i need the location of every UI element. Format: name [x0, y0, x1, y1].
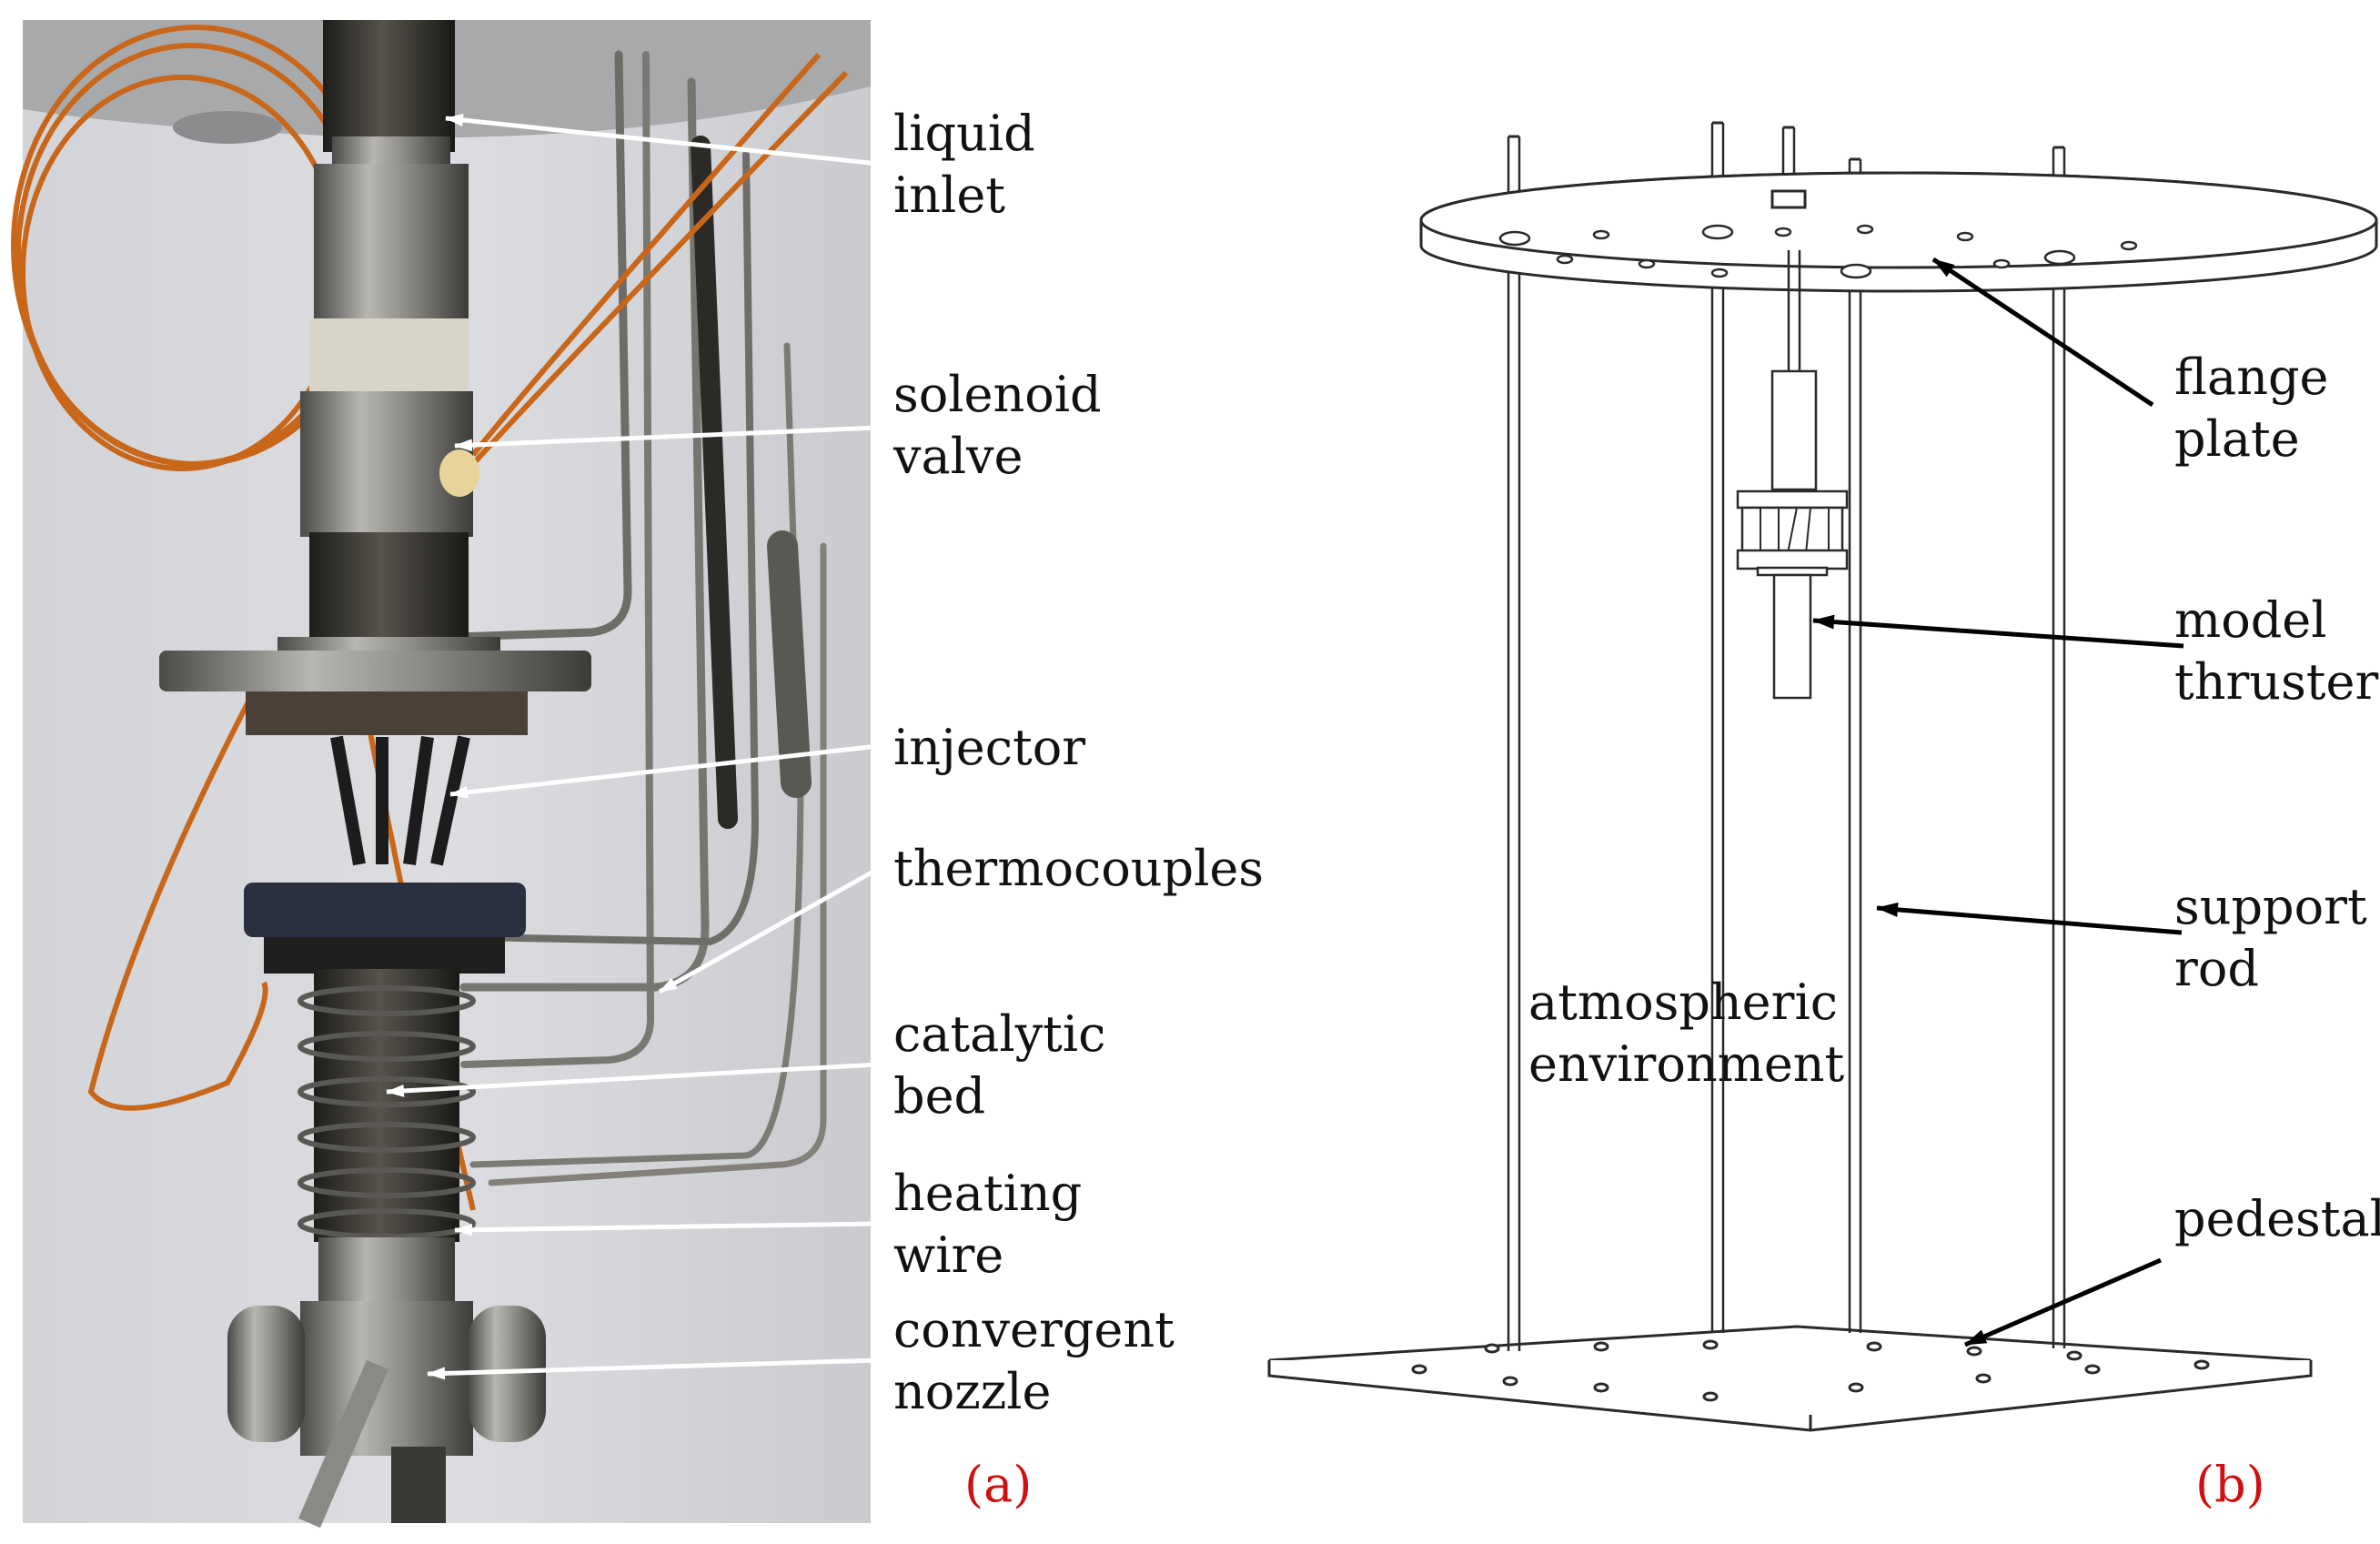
support-rods	[1507, 123, 2066, 1351]
label-model-thruster-1: model	[2174, 591, 2327, 649]
thermocouple-sheaths	[450, 50, 827, 1186]
photo-labels: liquid inlet solenoid valve injector the…	[892, 105, 1264, 1513]
photo-panel	[11, 20, 880, 1529]
cad-labels: flange plate model thruster support rod …	[1528, 348, 2380, 1513]
label-solenoid-valve-2: valve	[892, 428, 1023, 485]
label-thermocouples: thermocouples	[893, 840, 1264, 897]
label-support-rod-2: rod	[2174, 940, 2259, 997]
label-catalytic-bed-2: bed	[893, 1067, 985, 1125]
photo-arrows	[386, 114, 880, 1380]
model-thruster	[1736, 250, 1849, 700]
pedestal	[1267, 1325, 2313, 1432]
label-catalytic-bed-1: catalytic	[893, 1005, 1105, 1063]
caption-b: (b)	[2195, 1456, 2265, 1513]
label-convergent-nozzle-2: nozzle	[893, 1363, 1051, 1420]
label-injector: injector	[893, 719, 1085, 776]
label-heating-wire-1: heating	[893, 1165, 1082, 1222]
flange-plate	[1419, 121, 2378, 293]
cad-arrows	[1812, 257, 2184, 1347]
label-support-rod-1: support	[2174, 878, 2367, 935]
label-flange-plate-2: plate	[2174, 410, 2300, 468]
label-liquid-inlet-2: inlet	[893, 167, 1005, 224]
label-liquid-inlet-1: liquid	[893, 105, 1035, 162]
label-atmospheric-environment-1: atmospheric	[1528, 974, 1838, 1031]
pedestal-holes	[1411, 1339, 2210, 1402]
label-convergent-nozzle-1: convergent	[893, 1301, 1175, 1358]
label-model-thruster-2: thruster	[2174, 653, 2378, 711]
label-atmospheric-environment-2: environment	[1528, 1035, 1845, 1093]
injector-cage	[1760, 507, 1830, 554]
thruster-assembly	[159, 20, 591, 1529]
label-solenoid-valve-1: solenoid	[893, 366, 1102, 423]
label-flange-plate-1: flange	[2174, 348, 2329, 406]
cad-panel	[1267, 121, 2378, 1432]
flange-holes	[1498, 224, 2138, 279]
caption-a: (a)	[964, 1456, 1032, 1513]
label-heating-wire-2: wire	[893, 1226, 1003, 1284]
label-pedestal: pedestal	[2174, 1190, 2380, 1247]
